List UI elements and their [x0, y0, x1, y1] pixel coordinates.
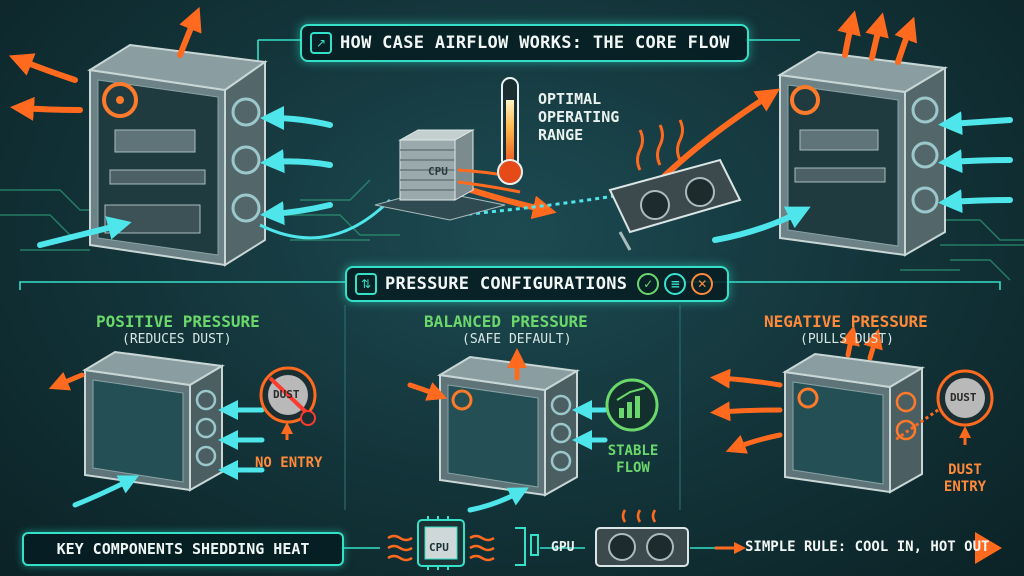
pc-case-left — [87, 43, 268, 267]
balanced-callout: STABLE FLOW — [607, 443, 659, 476]
balanced-pressure-subtitle: (SAFE DEFAULT) — [462, 332, 572, 347]
cpu-cooler-label: CPU — [428, 165, 448, 178]
thermometer-caption: OPTIMAL OPERATING RANGE — [538, 90, 619, 144]
footer-gpu-card-icon — [595, 509, 689, 567]
cpu-cooler-illustration — [374, 129, 521, 221]
components-label: KEY COMPONENTS SHEDDING HEAT — [56, 540, 310, 558]
balance-icon: ≡ — [664, 273, 687, 295]
positive-pressure-title: POSITIVE PRESSURE — [96, 312, 260, 331]
case-negative — [782, 352, 925, 494]
footer-heat-waves-left — [387, 534, 495, 562]
balanced-arrows — [407, 348, 608, 513]
connector-lines — [19, 39, 1001, 549]
negative-arrows — [710, 325, 883, 454]
negative-dust-badge-label: DUST — [950, 391, 977, 404]
footer-gpu-bracket-icon — [515, 527, 539, 566]
thermometer-caption-line-3: RANGE — [538, 126, 584, 144]
gpu-illustration — [608, 119, 742, 251]
rule-arrow — [715, 532, 1002, 564]
simple-rule-text: SIMPLE RULE: COOL IN, HOT OUT — [745, 539, 990, 555]
airflow-icon: ⇅ — [355, 273, 377, 295]
circuit-traces — [0, 179, 1024, 281]
center-cool-flow — [259, 193, 621, 240]
cross-icon: ✕ — [691, 273, 714, 295]
pressure-banner: ⇅ PRESSURE CONFIGURATIONS ✓ ≡ ✕ — [345, 266, 729, 302]
pc-case-right — [777, 50, 948, 257]
positive-arrows — [48, 371, 265, 508]
dust-entry-badge — [894, 369, 994, 445]
chart-icon: ↗ — [310, 32, 332, 54]
thermometer-icon — [497, 77, 523, 185]
case-positive — [82, 350, 225, 492]
components-bar: KEY COMPONENTS SHEDDING HEAT — [22, 532, 344, 566]
stable-flow-icon — [605, 378, 659, 432]
case-balanced — [437, 355, 580, 497]
dust-blocked-badge — [259, 366, 317, 440]
positive-dust-badge-label: DUST — [273, 388, 300, 401]
cool-air-arrows-top — [37, 106, 1013, 248]
negative-pressure-title: NEGATIVE PRESSURE — [764, 312, 928, 331]
footer-cpu-label: CPU — [429, 541, 449, 554]
positive-callout: NO ENTRY — [255, 455, 323, 471]
page-title: HOW CASE AIRFLOW WORKS: THE CORE FLOW — [340, 33, 730, 53]
panel-dividers — [344, 305, 681, 510]
footer-gpu-label: GPU — [551, 540, 575, 555]
balanced-pressure-title: BALANCED PRESSURE — [424, 312, 588, 331]
negative-callout: DUST ENTRY — [943, 462, 987, 495]
positive-pressure-subtitle: (REDUCES DUST) — [122, 332, 232, 347]
check-icon: ✓ — [637, 273, 660, 295]
pressure-section-title: PRESSURE CONFIGURATIONS — [385, 274, 628, 294]
header-banner: ↗ HOW CASE AIRFLOW WORKS: THE CORE FLOW — [300, 24, 749, 62]
thermometer-caption-line-2: OPERATING — [538, 108, 620, 126]
thermometer-caption-line-1: OPTIMAL — [538, 90, 602, 108]
footer-cpu-chip-icon — [417, 516, 465, 570]
negative-pressure-subtitle: (PULLS DUST) — [800, 332, 894, 347]
